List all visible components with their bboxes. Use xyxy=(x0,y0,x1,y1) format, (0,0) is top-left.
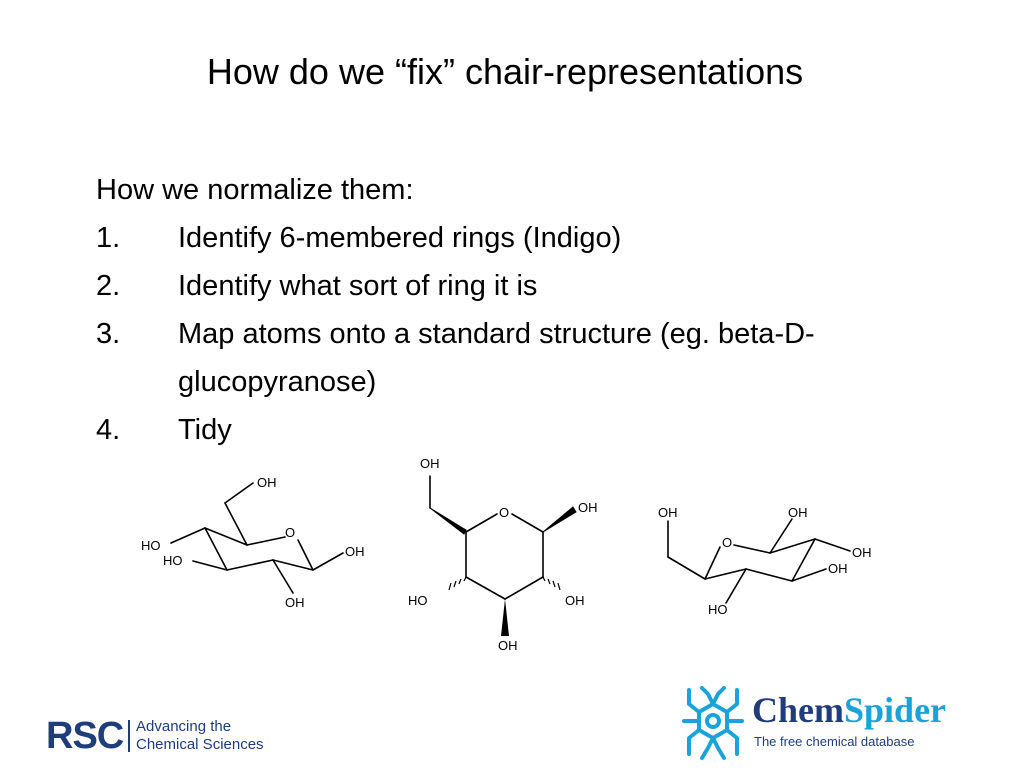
list-item: 4. Tidy xyxy=(96,406,898,454)
slide-title: How do we “fix” chair-representations xyxy=(206,51,804,92)
chair-1-ring-oxygen: O xyxy=(285,525,295,540)
step-text: Map atoms onto a standard structure (eg.… xyxy=(178,318,815,398)
chemspider-logo: ChemSpider The free chemical database xyxy=(680,682,970,766)
haworth-ring-oxygen: O xyxy=(499,505,509,520)
chair-1-oh-right: OH xyxy=(345,544,365,559)
chair-2-oh-left-top: OH xyxy=(658,505,678,520)
haworth-structure: OH O OH HO OH OH xyxy=(400,450,610,660)
chair-2-ho-bottom: HO xyxy=(708,602,728,617)
haworth-oh-bottom: OH xyxy=(498,638,518,653)
rsc-tagline-line-1: Advancing the xyxy=(136,718,232,735)
haworth-oh-right: OH xyxy=(578,500,598,515)
haworth-oh-right-low: OH xyxy=(565,593,585,608)
spider-icon xyxy=(680,682,746,771)
chair-1-ho-left-1: HO xyxy=(141,538,161,553)
intro-text: How we normalize them: xyxy=(96,174,414,206)
chemspider-tagline: The free chemical database xyxy=(754,734,915,749)
chair-2-oh-top: OH xyxy=(788,505,808,520)
chair-2-ring-oxygen: O xyxy=(722,535,732,550)
steps-list: 1. Identify 6-membered rings (Indigo) 2.… xyxy=(96,214,898,454)
chemspider-wordmark-chem: Chem xyxy=(752,690,844,730)
list-item: 3. Map atoms onto a standard structure (… xyxy=(96,310,898,406)
list-item: 2. Identify what sort of ring it is xyxy=(96,262,898,310)
haworth-oh-top: OH xyxy=(420,456,440,471)
step-number: 4. xyxy=(96,414,121,446)
step-number: 3. xyxy=(96,318,121,350)
list-item: 1. Identify 6-membered rings (Indigo) xyxy=(96,214,898,262)
rsc-logo-mark: RSC xyxy=(46,715,124,757)
rsc-tagline-line-2: Chemical Sciences xyxy=(136,736,264,753)
haworth-ho-left: HO xyxy=(408,593,428,608)
chemspider-wordmark-spider: Spider xyxy=(844,690,947,730)
step-text: Identify what sort of ring it is xyxy=(178,270,538,302)
chair-2-bonds xyxy=(667,518,851,604)
chemspider-wordmark: ChemSpider xyxy=(752,688,946,732)
rsc-tagline: Advancing the Chemical Sciences xyxy=(136,718,264,754)
rsc-logo-divider xyxy=(128,720,130,752)
chair-1-ho-left-2: HO xyxy=(163,553,183,568)
chair-structure-1: OH O HO HO OH OH xyxy=(135,465,385,615)
chair-2-oh-right: OH xyxy=(852,545,872,560)
chair-1-oh-top: OH xyxy=(257,475,277,490)
chair-2-oh-right-low: OH xyxy=(828,561,848,576)
step-number: 1. xyxy=(96,222,121,254)
chair-1-bonds xyxy=(170,482,344,594)
chair-1-oh-bottom: OH xyxy=(285,595,305,610)
haworth-bonds xyxy=(429,475,577,636)
chair-structure-2: OH OH O OH OH HO xyxy=(650,495,890,625)
step-text: Identify 6-membered rings (Indigo) xyxy=(178,222,622,254)
step-number: 2. xyxy=(96,270,121,302)
step-text: Tidy xyxy=(178,414,232,446)
